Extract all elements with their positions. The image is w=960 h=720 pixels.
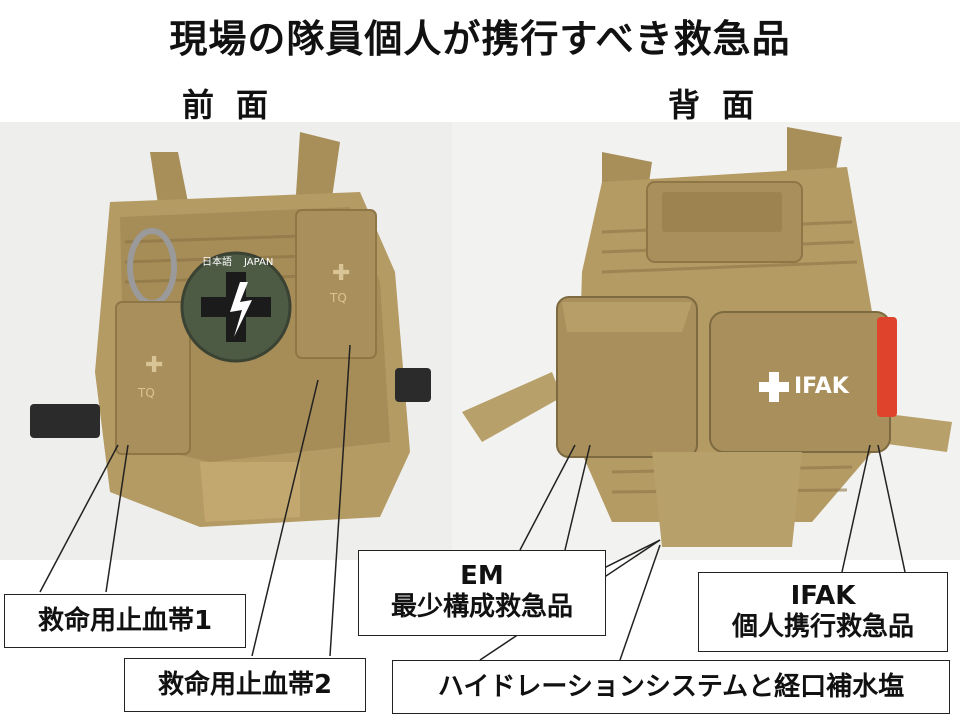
patch-text-japan: JAPAN	[243, 257, 273, 268]
callout-hydration: ハイドレーションシステムと経口補水塩	[392, 660, 950, 714]
callout-em-line2: 最少構成救急品	[390, 592, 573, 623]
callout-ifak-line1: IFAK	[790, 581, 856, 611]
tq-cross-icon: ✚	[145, 353, 163, 378]
callout-tourniquet-1-text: 救命用止血帯1	[37, 606, 213, 636]
ifak-pouch-text: IFAK	[794, 374, 850, 399]
callout-em-line1: EM	[460, 561, 504, 591]
callout-tourniquet-1: 救命用止血帯1	[4, 594, 246, 648]
tq-mark-right: TQ	[329, 291, 347, 305]
callout-tourniquet-2-text: 救命用止血帯2	[157, 670, 333, 700]
callout-ifak-line2: 個人携行救急品	[731, 612, 914, 643]
tq-mark-left: TQ	[137, 386, 155, 400]
page-title: 現場の隊員個人が携行すべき救急品	[169, 17, 791, 61]
callout-em: EM 最少構成救急品	[358, 550, 606, 636]
callout-ifak: IFAK 個人携行救急品	[698, 572, 948, 652]
callout-hydration-text: ハイドレーションシステムと経口補水塩	[437, 672, 905, 702]
callout-tourniquet-2: 救命用止血帯2	[124, 658, 366, 712]
medical-cross-icon	[759, 372, 789, 402]
front-vest-photo: ✚ TQ ✚ TQ 日本語 JAPAN	[0, 122, 452, 560]
back-label: 背面	[668, 86, 777, 124]
patch-text-ja: 日本語	[202, 255, 232, 268]
tq-cross-icon-right: ✚	[332, 261, 350, 286]
front-label: 前面	[182, 86, 291, 124]
back-vest-photo: IFAK	[452, 122, 960, 560]
